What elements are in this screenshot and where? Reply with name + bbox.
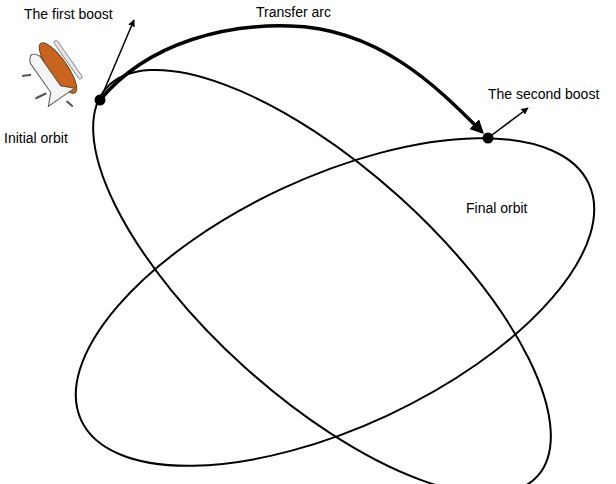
initial-orbit: [30, 2, 615, 484]
boost-vector: [488, 108, 528, 138]
boost-label: The second boost: [488, 86, 599, 102]
orbit-label: Final orbit: [466, 200, 527, 216]
spacecraft-icon: [11, 35, 93, 122]
boost-vector: [100, 20, 134, 100]
boost-point: [483, 133, 494, 144]
final-orbit: [28, 70, 616, 484]
boost-point: [95, 95, 106, 106]
orbit-label: Initial orbit: [4, 130, 68, 146]
transfer-arc: [100, 26, 482, 132]
boost-label: The first boost: [24, 6, 113, 22]
arc-label: Transfer arc: [256, 4, 331, 20]
